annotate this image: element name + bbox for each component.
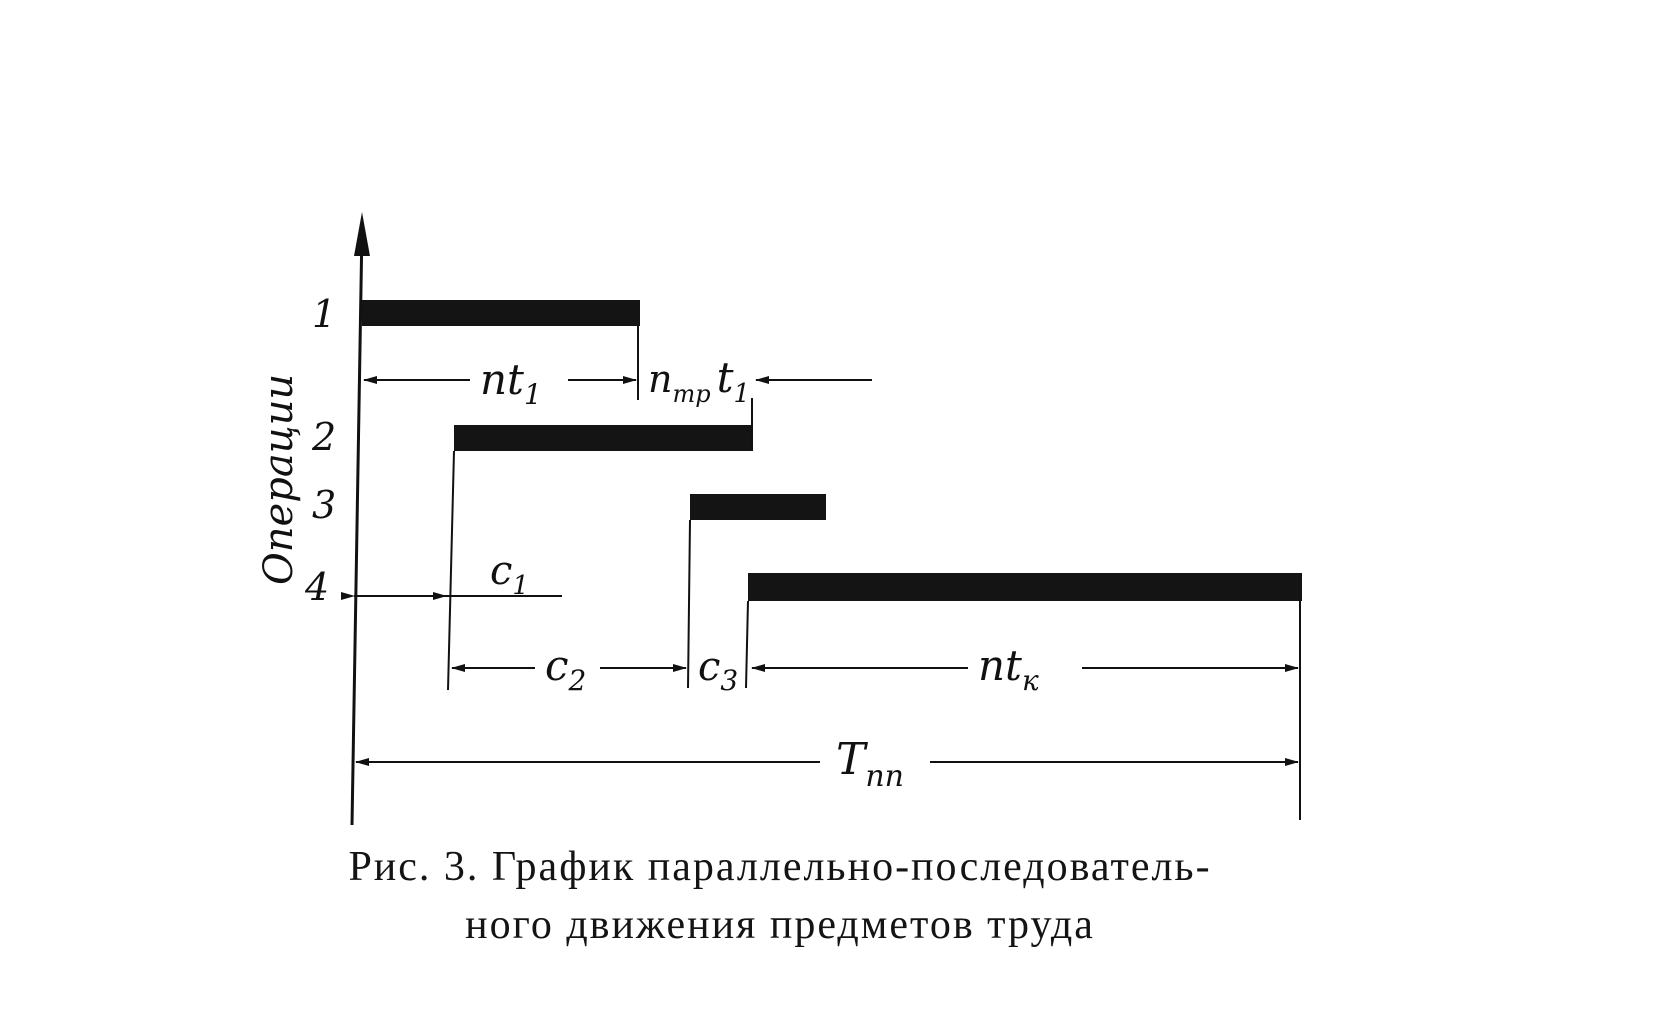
extension-line-op3-start <box>687 519 691 689</box>
operation-label-4: 4 <box>304 565 329 609</box>
dimension-label-c1: c1 <box>490 548 529 601</box>
y-axis-label: Операции <box>256 374 302 585</box>
extension-line-op4-start <box>745 600 749 689</box>
operation-bar-4 <box>748 573 1302 601</box>
dimension-label-nt1: nt1 <box>480 355 542 411</box>
dimension-label-c2: c2 <box>545 641 586 697</box>
operation-label-3: 3 <box>312 483 336 527</box>
extension-line-op2-start <box>447 450 455 691</box>
operation-bar-2 <box>454 425 752 451</box>
operation-label-2: 2 <box>311 415 336 459</box>
dimension-label-tpp: Tпп <box>836 734 904 794</box>
figure-caption: Рис. 3. График параллельно-последователь… <box>230 838 1330 954</box>
dimension-label-ntk: ntк <box>978 641 1039 697</box>
caption-line-1: Рис. 3. График параллельно-последователь… <box>348 844 1212 890</box>
y-axis-arrowhead <box>354 212 370 256</box>
y-axis <box>350 227 364 826</box>
operation-bar-1 <box>362 300 640 326</box>
caption-line-2: ного движения предметов труда <box>465 902 1095 948</box>
operation-label-1: 1 <box>312 292 336 336</box>
operation-bar-3 <box>690 494 826 520</box>
dimension-label-c3: c3 <box>698 644 738 697</box>
